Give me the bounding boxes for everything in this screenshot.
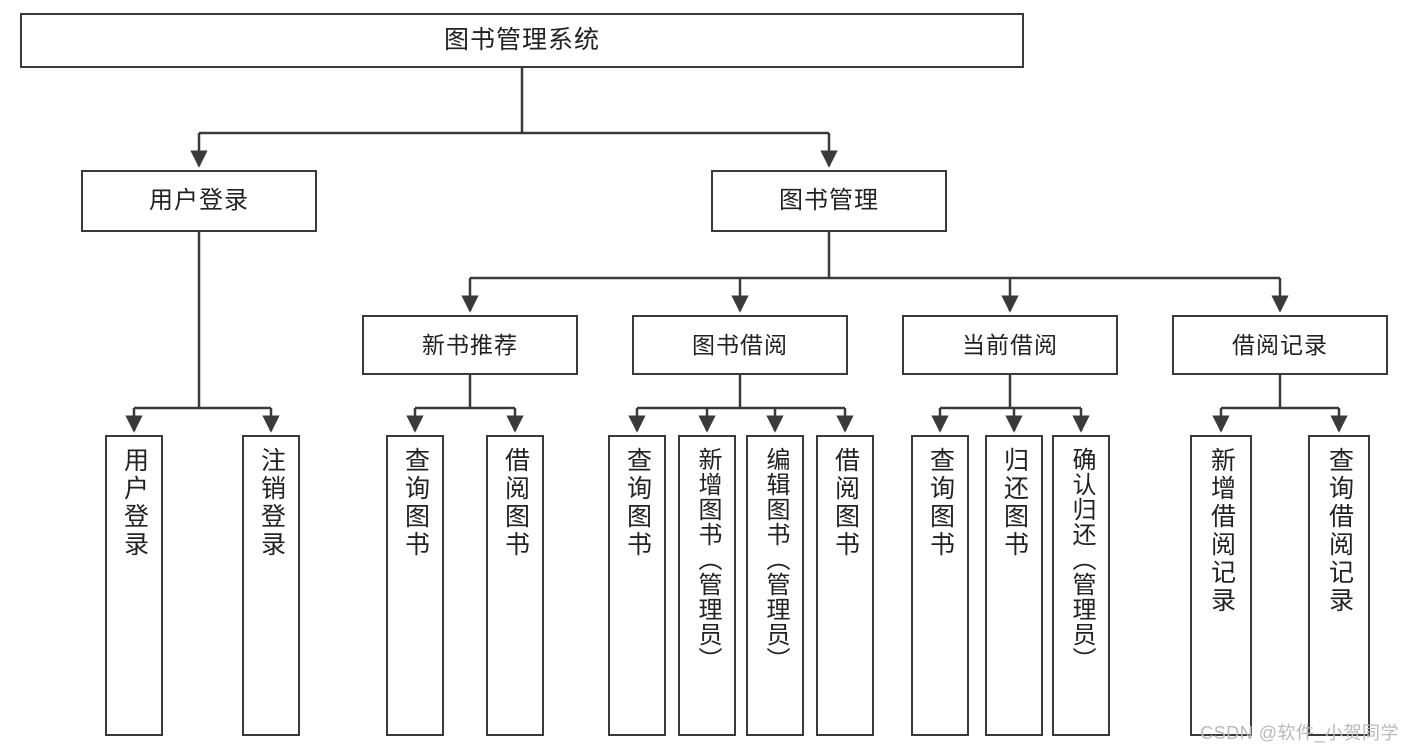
leaf-label: 查询图书 bbox=[623, 447, 652, 559]
node-user-login[interactable]: 用户登录 bbox=[81, 170, 317, 232]
node-root-label: 图书管理系统 bbox=[443, 26, 600, 55]
leaf-label: 查询图书 bbox=[926, 447, 955, 559]
leaf-label: 查询图书 bbox=[401, 447, 430, 559]
leaf-label: 查询借阅记录 bbox=[1325, 447, 1354, 615]
leaf-leaf-borrow-book-a[interactable]: 借阅图书 bbox=[486, 435, 544, 736]
leaf-leaf-borrow-book-b[interactable]: 借阅图书 bbox=[816, 435, 874, 736]
leaf-leaf-query-book-c[interactable]: 查询图书 bbox=[911, 435, 969, 736]
node-root[interactable]: 图书管理系统 bbox=[20, 13, 1024, 68]
leaf-label: 确认归还（管理员） bbox=[1068, 447, 1095, 672]
node-book-borrow[interactable]: 图书借阅 bbox=[632, 315, 848, 375]
node-new-book-recommend[interactable]: 新书推荐 bbox=[362, 315, 578, 375]
leaf-leaf-add-record[interactable]: 新增借阅记录 bbox=[1190, 435, 1252, 736]
leaf-leaf-edit-book[interactable]: 编辑图书（管理员） bbox=[746, 435, 804, 736]
leaf-label: 归还图书 bbox=[1000, 447, 1029, 559]
node-label: 当前借阅 bbox=[962, 331, 1058, 358]
leaf-label: 新增图书（管理员） bbox=[694, 447, 721, 672]
node-label: 图书管理 bbox=[779, 187, 879, 215]
leaf-leaf-query-book-b[interactable]: 查询图书 bbox=[608, 435, 666, 736]
node-label: 新书推荐 bbox=[422, 331, 518, 358]
leaf-label: 借阅图书 bbox=[501, 447, 530, 559]
node-label: 借阅记录 bbox=[1232, 331, 1328, 358]
node-book-manage[interactable]: 图书管理 bbox=[711, 170, 947, 232]
node-label: 用户登录 bbox=[149, 187, 249, 215]
leaf-leaf-query-record[interactable]: 查询借阅记录 bbox=[1308, 435, 1370, 736]
leaf-leaf-user-logout[interactable]: 注销登录 bbox=[242, 435, 300, 736]
leaf-leaf-query-book-a[interactable]: 查询图书 bbox=[386, 435, 444, 736]
leaf-leaf-user-login[interactable]: 用户登录 bbox=[105, 435, 163, 736]
leaf-label: 注销登录 bbox=[257, 447, 286, 559]
leaf-label: 借阅图书 bbox=[831, 447, 860, 559]
node-borrow-record[interactable]: 借阅记录 bbox=[1172, 315, 1388, 375]
leaf-leaf-add-book[interactable]: 新增图书（管理员） bbox=[678, 435, 736, 736]
leaf-label: 新增借阅记录 bbox=[1207, 447, 1236, 615]
leaf-label: 用户登录 bbox=[120, 447, 149, 559]
leaf-label: 编辑图书（管理员） bbox=[762, 447, 789, 672]
node-current-borrow[interactable]: 当前借阅 bbox=[902, 315, 1118, 375]
node-label: 图书借阅 bbox=[692, 331, 788, 358]
leaf-leaf-return-book[interactable]: 归还图书 bbox=[985, 435, 1043, 736]
leaf-leaf-confirm-return[interactable]: 确认归还（管理员） bbox=[1052, 435, 1110, 736]
csdn-watermark: CSDN @软件_小贺同学 bbox=[1200, 723, 1399, 743]
